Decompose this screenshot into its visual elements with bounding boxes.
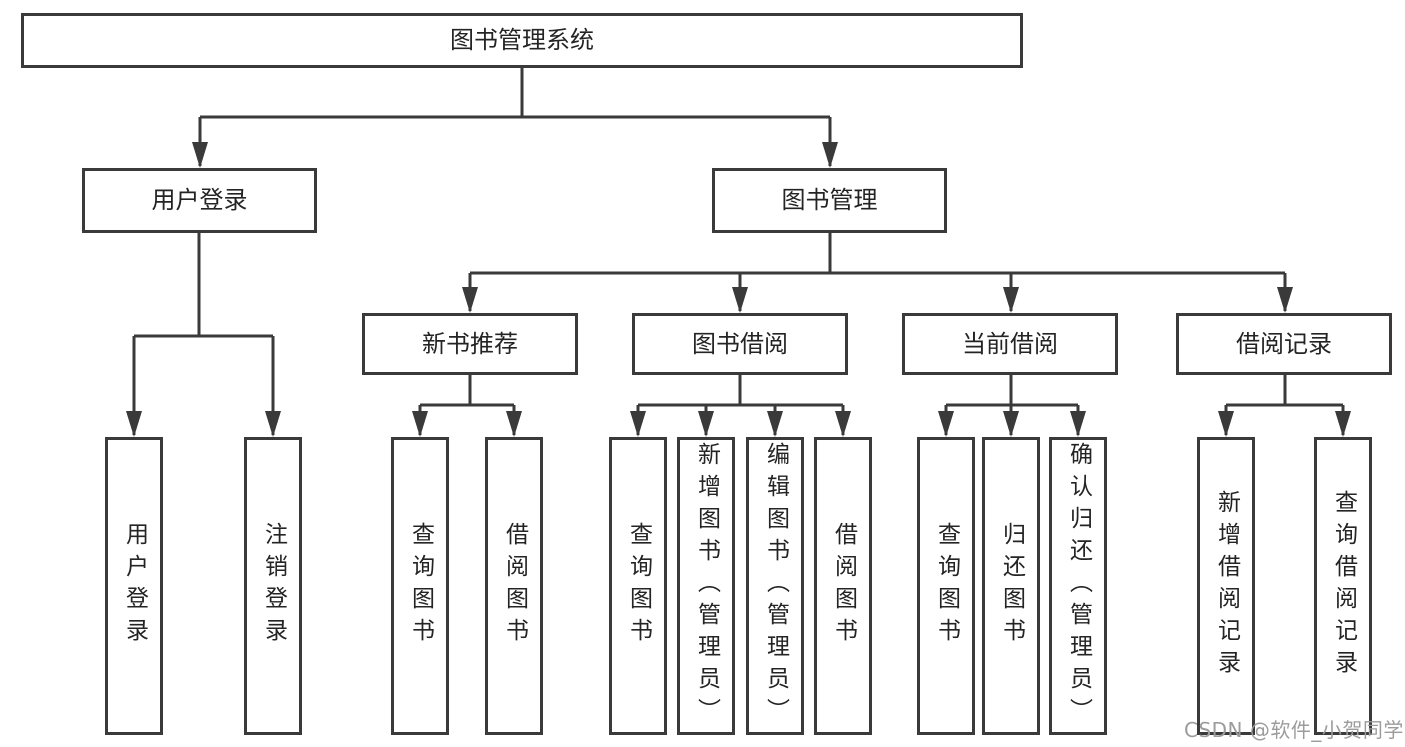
leaf-user-login: 用户登录 bbox=[105, 437, 163, 735]
node-label: 新书推荐 bbox=[422, 329, 518, 358]
node-borrow-records: 借阅记录 bbox=[1176, 313, 1392, 375]
leaf-label: 归还图书 bbox=[998, 522, 1025, 650]
leaf-borrow-books: 借阅图书 bbox=[814, 437, 872, 735]
node-user-login-module: 用户登录 bbox=[82, 168, 317, 233]
leaf-add-borrow-record: 新增借阅记录 bbox=[1197, 437, 1255, 735]
leaf-label: 查询图书 bbox=[625, 522, 652, 650]
node-current-borrow: 当前借阅 bbox=[902, 313, 1118, 375]
leaf-label: 注销登录 bbox=[260, 522, 287, 650]
leaf-label: 编辑图书（管理员） bbox=[762, 442, 789, 730]
leaf-label: 用户登录 bbox=[121, 522, 148, 650]
node-label: 图书管理 bbox=[781, 186, 878, 215]
leaf-add-books-admin: 新增图书（管理员） bbox=[677, 437, 735, 735]
leaf-label: 查询借阅记录 bbox=[1330, 490, 1357, 682]
node-new-book-recommend: 新书推荐 bbox=[362, 313, 578, 375]
leaf-query-books-recommend: 查询图书 bbox=[391, 437, 449, 735]
csdn-watermark: CSDN @软件_小贺同学 bbox=[1184, 718, 1404, 742]
leaf-label: 查询图书 bbox=[933, 522, 960, 650]
node-label: 用户登录 bbox=[151, 186, 248, 215]
leaf-label: 新增借阅记录 bbox=[1213, 490, 1240, 682]
leaf-edit-books-admin: 编辑图书（管理员） bbox=[746, 437, 804, 735]
node-book-borrow: 图书借阅 bbox=[632, 313, 848, 375]
leaf-return-books: 归还图书 bbox=[982, 437, 1040, 735]
leaf-query-books-current: 查询图书 bbox=[917, 437, 975, 735]
leaf-query-books-borrow: 查询图书 bbox=[609, 437, 667, 735]
node-label: 当前借阅 bbox=[962, 329, 1058, 358]
node-label: 图书管理系统 bbox=[450, 26, 594, 55]
leaf-logout: 注销登录 bbox=[244, 437, 302, 735]
leaf-label: 查询图书 bbox=[407, 522, 434, 650]
leaf-label: 借阅图书 bbox=[501, 522, 528, 650]
leaf-query-borrow-record: 查询借阅记录 bbox=[1314, 437, 1372, 735]
leaf-label: 新增图书（管理员） bbox=[693, 442, 720, 730]
leaf-confirm-return-admin: 确认归还（管理员） bbox=[1049, 437, 1107, 735]
node-root-system: 图书管理系统 bbox=[21, 13, 1023, 68]
leaf-label: 确认归还（管理员） bbox=[1065, 442, 1092, 730]
node-label: 图书借阅 bbox=[692, 329, 788, 358]
node-book-management-module: 图书管理 bbox=[712, 168, 947, 233]
leaf-borrow-books-recommend: 借阅图书 bbox=[485, 437, 543, 735]
leaf-label: 借阅图书 bbox=[830, 522, 857, 650]
node-label: 借阅记录 bbox=[1236, 329, 1332, 358]
